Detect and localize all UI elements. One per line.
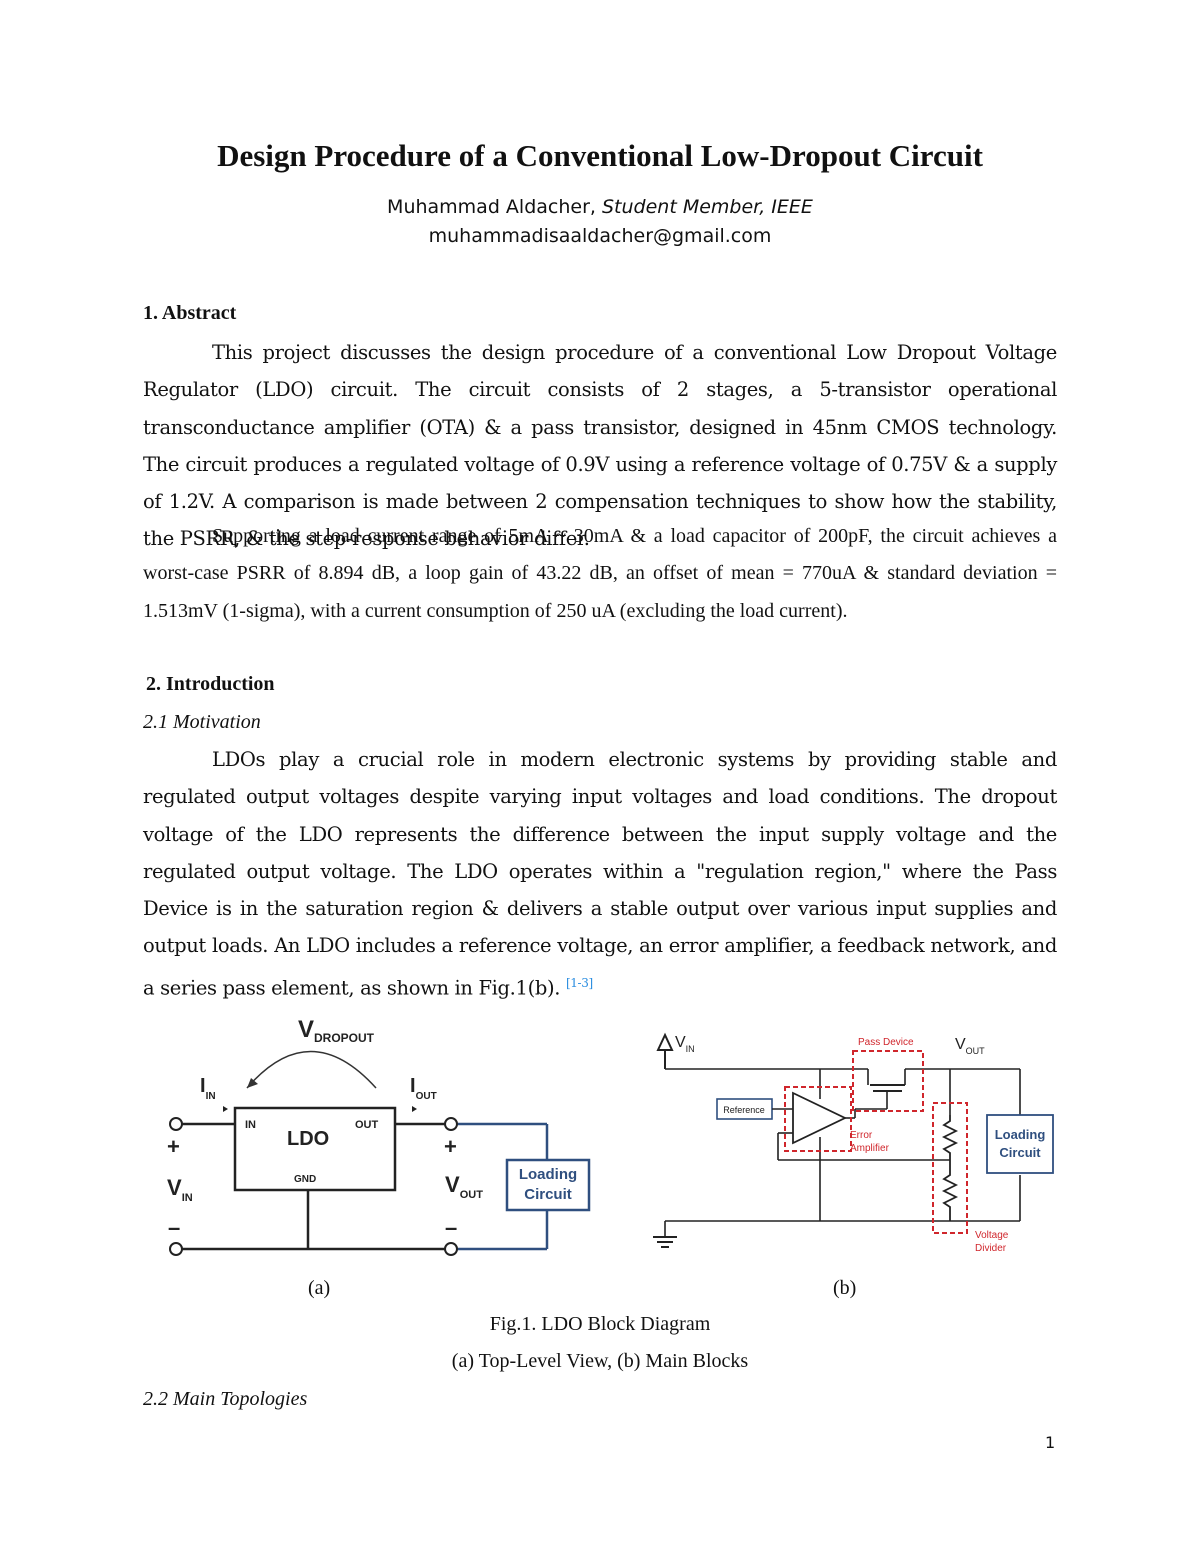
reference-label: Reference: [723, 1105, 765, 1115]
iout-label: I: [410, 1075, 416, 1097]
author-line: Muhammad Aldacher, Student Member, IEEE: [0, 196, 1200, 218]
figure-1a-label: (a): [308, 1277, 331, 1299]
pin-gnd-label: GND: [294, 1174, 316, 1185]
vout-plus-terminal: [444, 1117, 458, 1131]
page-number: 1: [1045, 1433, 1056, 1452]
vout-sub: OUT: [460, 1189, 484, 1201]
vin-sub: IN: [182, 1192, 193, 1204]
resistor-bottom: [941, 1165, 959, 1221]
iout-arrow: [412, 1106, 417, 1112]
figure-1b-label: (b): [833, 1277, 857, 1299]
loading-circuit-block-a: [505, 1158, 591, 1212]
vout-plus: +: [444, 1134, 457, 1159]
svg-text:VIN: VIN: [167, 1175, 193, 1204]
motivation-heading: 2.1 Motivation: [143, 711, 261, 733]
resistor-top: [941, 1115, 959, 1165]
iout-sub: OUT: [416, 1091, 437, 1102]
vin-label-b: V: [675, 1034, 686, 1051]
pass-device-box: [852, 1050, 924, 1112]
svg-text:VOUT: VOUT: [445, 1172, 483, 1201]
divider-label-1: Voltage: [975, 1230, 1009, 1241]
loading-label-2: Circuit: [524, 1186, 572, 1203]
vout-minus-terminal: [444, 1242, 458, 1256]
error-amplifier-box: [784, 1086, 852, 1152]
figure-caption-2: (a) Top-Level View, (b) Main Blocks: [451, 1350, 749, 1372]
svg-text:VIN: VIN: [675, 1034, 695, 1054]
introduction-heading: 2. Introduction: [146, 673, 275, 695]
dropout-arc: [246, 1050, 377, 1089]
motivation-text: LDOs play a crucial role in modern elect…: [143, 748, 1057, 1000]
figure-1a-diagram: VDROPOUT LDO IN OUT GND IIN IOUT + – VIN…: [167, 1016, 591, 1256]
dropout-arrowhead: [247, 1078, 258, 1088]
loading-label-1: Loading: [519, 1166, 577, 1183]
topologies-heading: 2.2 Main Topologies: [143, 1388, 308, 1410]
svg-text:IIN: IIN: [200, 1075, 216, 1102]
iin-sub: IN: [206, 1091, 216, 1102]
error-label-1: Error: [850, 1130, 873, 1141]
loading-b-label-2: Circuit: [999, 1145, 1041, 1160]
vdropout-sub: DROPOUT: [314, 1031, 375, 1045]
vout-label: V: [445, 1172, 460, 1197]
vin-plus: +: [167, 1134, 180, 1159]
loading-b-label-1: Loading: [995, 1127, 1046, 1142]
voltage-divider-box: [932, 1102, 968, 1234]
abstract-heading: 1. Abstract: [143, 302, 237, 324]
abstract-paragraph-1: This project discusses the design proced…: [143, 341, 1057, 551]
vdropout-label: V: [298, 1016, 314, 1043]
pass-device-label: Pass Device: [858, 1037, 914, 1048]
ldo-block: [233, 1106, 397, 1192]
ldo-label: LDO: [287, 1128, 329, 1150]
citation-link[interactable]: [1-3]: [565, 975, 593, 990]
vin-minus: –: [168, 1215, 180, 1240]
iin-arrow: [223, 1106, 228, 1112]
vin-minus-terminal: [169, 1242, 183, 1256]
author-affiliation: Student Member, IEEE: [601, 196, 813, 218]
vin-supply-symbol: [656, 1032, 674, 1051]
error-amplifier-symbol: [792, 1091, 848, 1145]
divider-label-2: Divider: [975, 1243, 1007, 1254]
iin-label: I: [200, 1075, 206, 1097]
vout-sub-b: OUT: [966, 1046, 986, 1056]
author-email: muhammadisaaldacher@gmail.com: [428, 225, 772, 247]
svg-text:VOUT: VOUT: [955, 1036, 985, 1056]
abstract-paragraph-2: Supporting a load current range of 5mA ~…: [143, 525, 1057, 622]
vin-sub-b: IN: [686, 1044, 695, 1054]
motivation-paragraph: LDOs play a crucial role in modern elect…: [143, 741, 1057, 1007]
svg-text:VDROPOUT: VDROPOUT: [298, 1016, 375, 1045]
error-label-2: Amplifier: [850, 1143, 890, 1154]
paper-title: Design Procedure of a Conventional Low-D…: [217, 138, 983, 173]
vin-label: V: [167, 1175, 182, 1200]
figure-caption-1: Fig.1. LDO Block Diagram: [489, 1313, 711, 1335]
pin-in-label: IN: [245, 1119, 256, 1131]
figure-1b-diagram: VIN Reference: [653, 1032, 1054, 1254]
author-name: Muhammad Aldacher,: [387, 196, 596, 218]
svg-text:IOUT: IOUT: [410, 1075, 437, 1102]
vin-plus-terminal: [169, 1117, 183, 1131]
vout-minus: –: [445, 1215, 457, 1240]
vout-label-b: V: [955, 1036, 966, 1053]
loading-circuit-block-b: [986, 1114, 1054, 1174]
pin-out-label: OUT: [355, 1119, 379, 1131]
